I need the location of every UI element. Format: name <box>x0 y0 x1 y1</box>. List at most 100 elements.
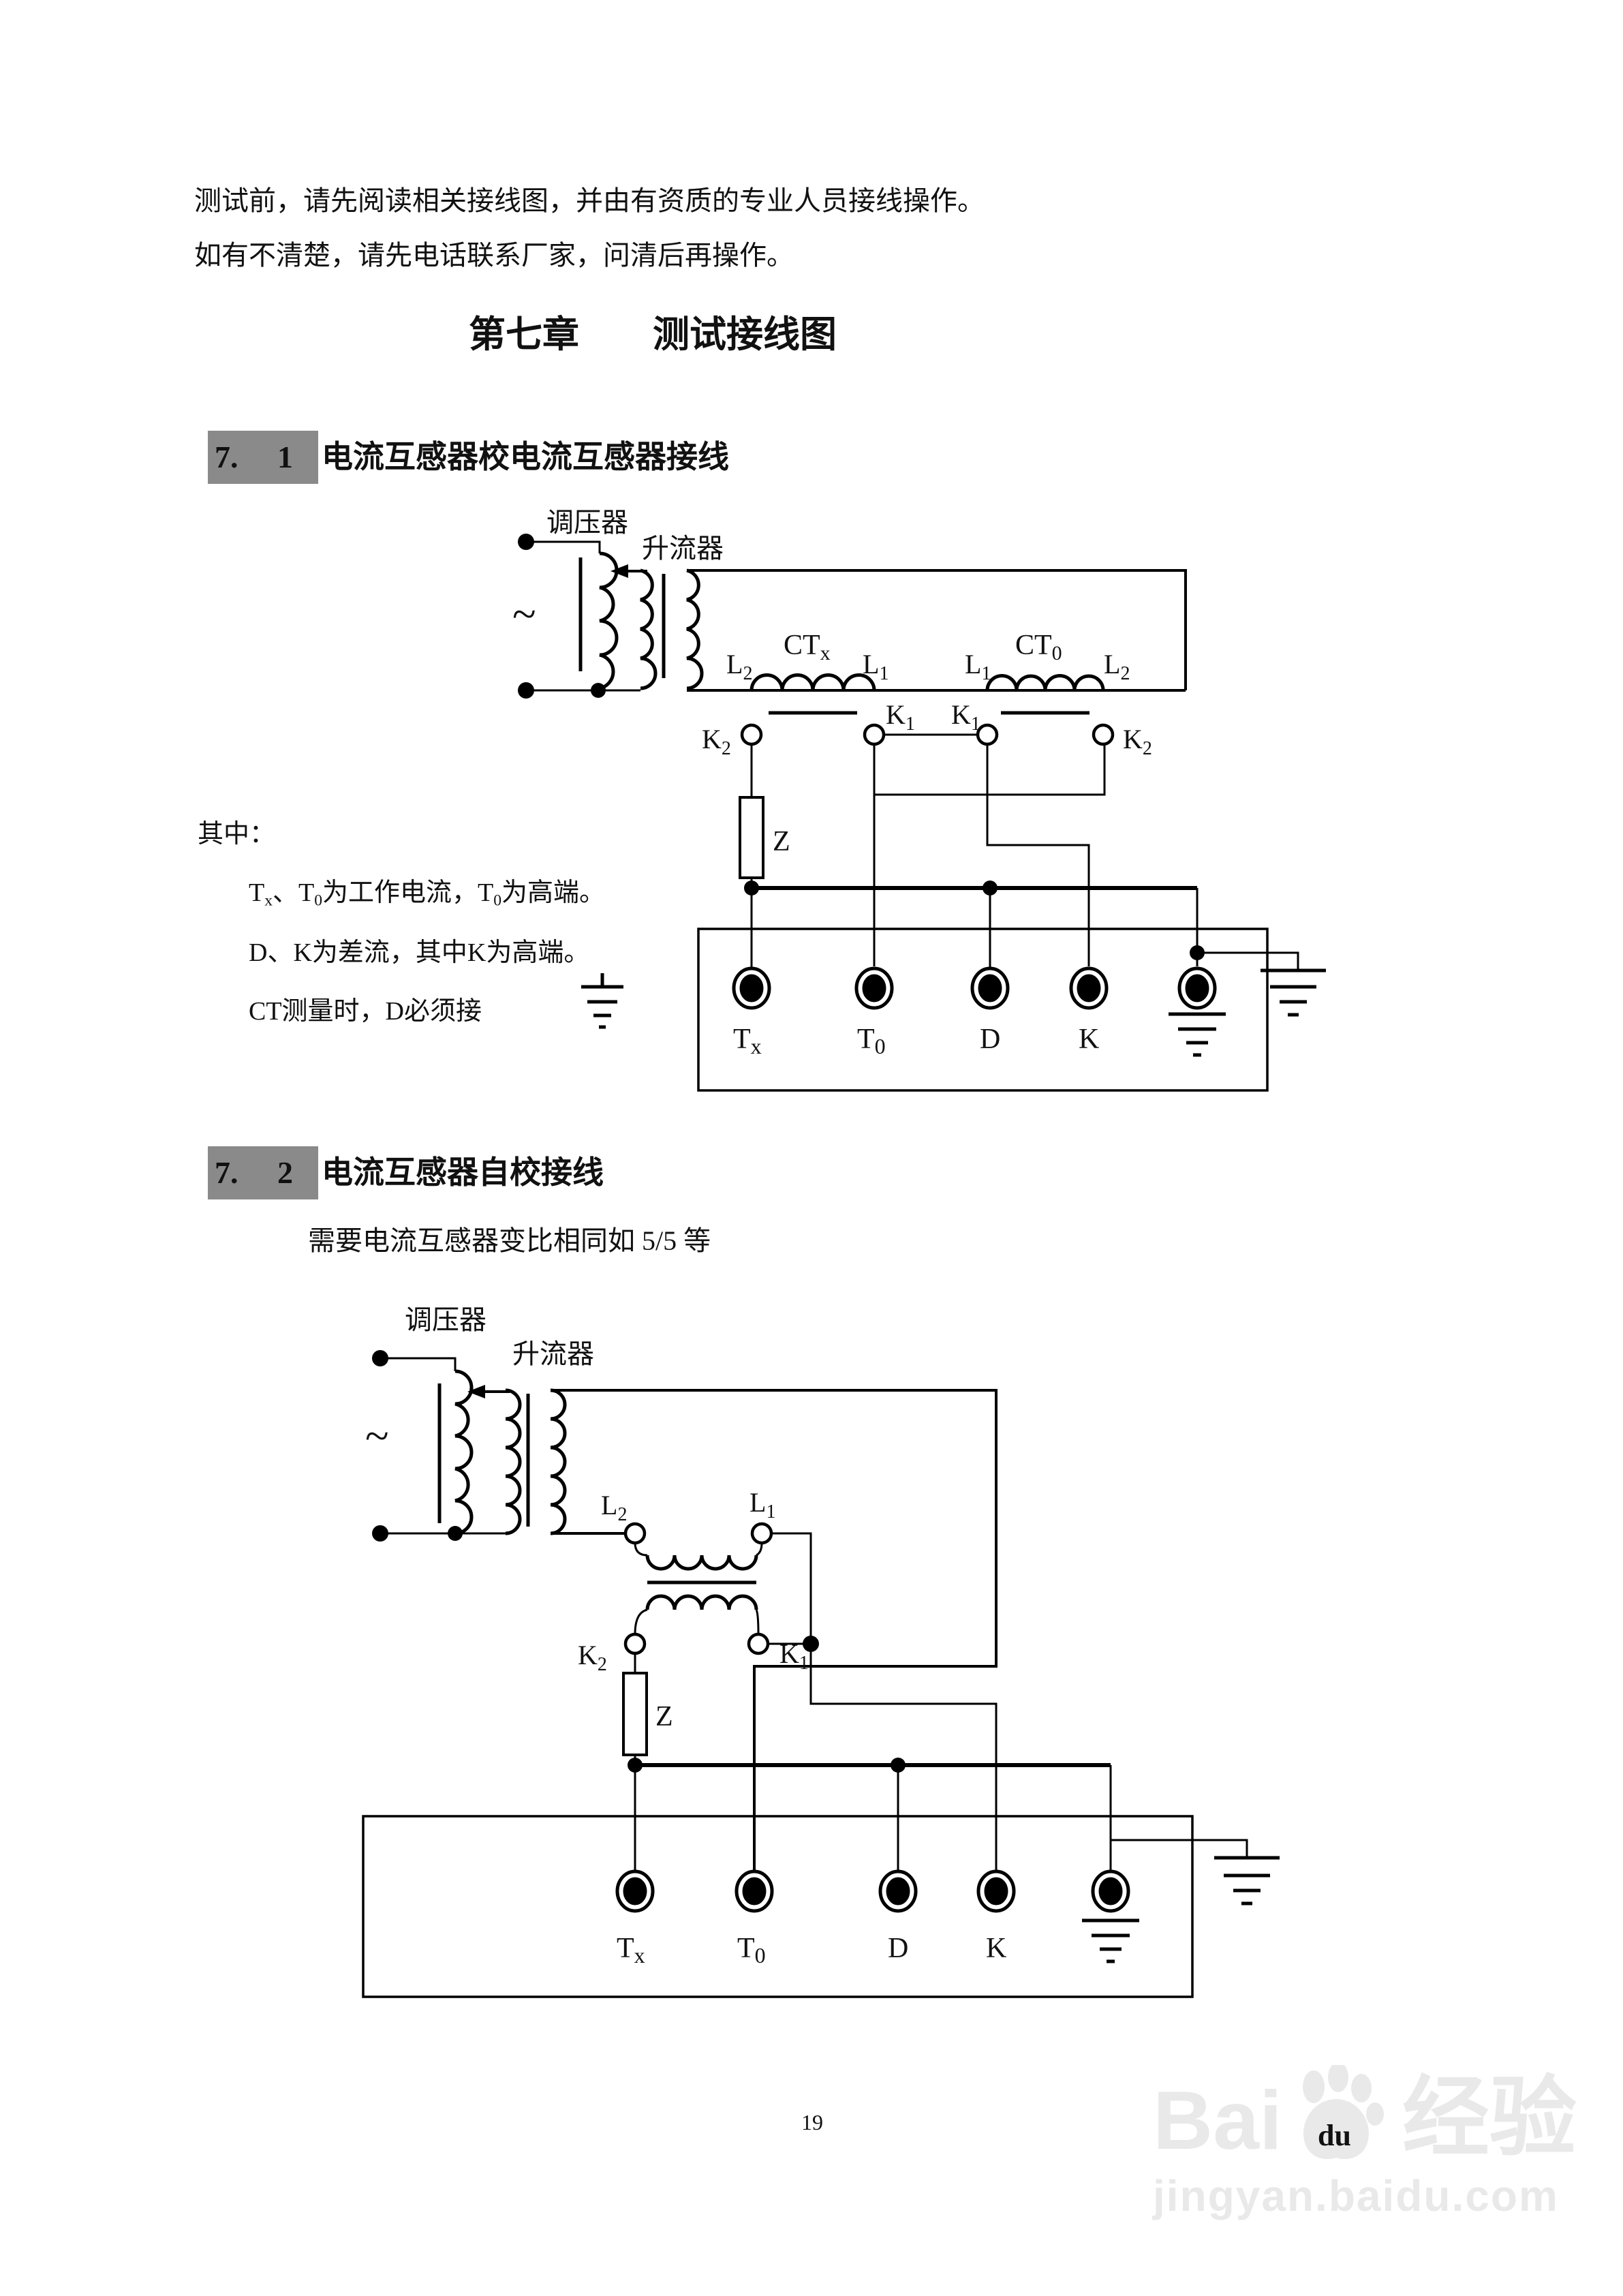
watermark-text-bai: Bai <box>1153 2074 1282 2167</box>
ctx-primary-winding <box>749 673 876 691</box>
section-1-title: 电流互感器校电流互感器接线 <box>322 440 729 474</box>
l2-lead-wire <box>634 1542 648 1557</box>
burden-resistor-z <box>739 796 764 879</box>
input-terminal-dot <box>518 682 534 699</box>
k1-to-k2-cross-wire <box>874 744 1106 796</box>
junction-dot <box>803 1636 819 1652</box>
burden-resistor-z <box>622 1672 648 1756</box>
l2-label: L2 <box>601 1490 627 1525</box>
l1-lead-wire <box>756 1542 763 1557</box>
k1-label: K1 <box>886 699 915 735</box>
terminal-label-t0: T0 <box>737 1933 766 1968</box>
earth-ground-icon <box>1214 1856 1280 1905</box>
earth-ground-icon <box>581 973 623 1029</box>
watermark-text-jingyan: 经验 <box>1402 2069 1577 2167</box>
note-intro: 其中： <box>198 820 276 848</box>
z-label: Z <box>655 1701 673 1732</box>
k1-label: K1 <box>779 1638 809 1674</box>
ct0-k1-terminal <box>976 723 999 746</box>
k2-label: K2 <box>578 1640 607 1675</box>
junction-dot <box>591 683 606 698</box>
input-terminal-dot <box>372 1350 388 1366</box>
l1-label: L1 <box>965 649 991 684</box>
terminal-label-tx: Tx <box>617 1933 645 1968</box>
input-terminal-dot <box>518 534 534 550</box>
terminal-label-tx: Tx <box>733 1024 762 1058</box>
booster-primary-coil <box>640 568 658 690</box>
ct-primary-winding <box>645 1555 758 1571</box>
tap-arrowhead-icon <box>610 564 628 578</box>
earth-ground-icon <box>1169 1012 1226 1057</box>
booster-primary-coil <box>505 1388 522 1535</box>
l1-to-k-wire <box>771 1532 998 1871</box>
ct0-label: CT0 <box>1015 630 1062 664</box>
terminal-label-t0: T0 <box>857 1024 886 1058</box>
diagram-ct-check-ct: 调压器 升流器 ~ CTx CT0 L2 L1 L1 L2 K2 K1 K1 K… <box>512 507 1326 1092</box>
instrument-panel-box <box>697 928 1269 1092</box>
terminal-label-d: D <box>980 1024 1000 1055</box>
diagram-ct-self-check: 调压器 升流器 ~ L2 L1 K2 K1 Z Tx T0 D K <box>362 1304 1280 1998</box>
ctx-k1-terminal <box>863 723 886 746</box>
regulator-top-wire <box>526 540 601 553</box>
ac-source-symbol: ~ <box>512 590 536 638</box>
l1-label: L1 <box>863 649 888 684</box>
regulator-top-wire <box>380 1357 457 1371</box>
ac-source-symbol: ~ <box>365 1411 389 1460</box>
section-1-number: 7. 1 <box>208 431 318 484</box>
junction-dot <box>448 1526 463 1541</box>
ct0-primary-winding <box>985 674 1105 691</box>
terminal-label-k: K <box>1079 1024 1099 1055</box>
earth-branch-wire <box>1197 951 1299 969</box>
section-2-subtitle: 需要电流互感器变比相同如 5/5 等 <box>308 1225 711 1256</box>
ctx-k2-terminal <box>740 723 763 746</box>
watermark-logo: Bai du 经验 <box>1153 2065 1577 2162</box>
page-number: 19 <box>801 2110 823 2134</box>
l2-label: L2 <box>726 649 752 684</box>
note-line-3: CT测量时，D必须接 <box>249 997 482 1026</box>
l2-label: L2 <box>1104 649 1130 684</box>
input-terminal-dot <box>372 1525 388 1542</box>
booster-label: 升流器 <box>512 1338 594 1369</box>
ctx-label: CTx <box>784 630 831 664</box>
booster-secondary-coil <box>550 1388 567 1535</box>
terminal-label-k: K <box>986 1933 1006 1964</box>
earth-ground-icon <box>1082 1918 1139 1963</box>
regulator-coil <box>454 1369 474 1535</box>
regulator-label: 调压器 <box>546 507 628 538</box>
baidu-paw-icon: du <box>1302 2065 1384 2160</box>
k2-label: K2 <box>1123 724 1152 759</box>
note-line-1: Tx、T0为工作电流，T0为高端。 <box>249 878 606 910</box>
k1-label: K1 <box>951 699 980 735</box>
ct-l1-terminal <box>750 1522 773 1545</box>
booster-secondary-coil <box>686 568 704 690</box>
watermark-text-du-inner: du <box>1318 2119 1351 2152</box>
primary-loop-wire <box>551 1389 998 1871</box>
section-2-number: 7. 2 <box>208 1146 318 1199</box>
regulator-label: 调压器 <box>405 1304 486 1335</box>
l1-label: L1 <box>749 1487 775 1522</box>
instrument-panel-box <box>362 1815 1194 1998</box>
ct-l2-terminal <box>623 1522 647 1545</box>
ct-secondary-winding <box>645 1594 758 1610</box>
intro-line-2: 如有不清楚，请先电话联系厂家，问清后再操作。 <box>194 240 794 271</box>
regulator-coil <box>599 551 619 690</box>
section-2-title: 电流互感器自校接线 <box>322 1155 604 1190</box>
chapter-title: 第七章 测试接线图 <box>469 314 837 355</box>
ct-k2-terminal <box>623 1632 647 1655</box>
k2-label: K2 <box>702 724 731 759</box>
note-line-2: D、K为差流，其中K为高端。 <box>249 938 590 967</box>
k2-lead-wire <box>634 1608 648 1635</box>
booster-label: 升流器 <box>642 533 724 564</box>
ct0-k2-terminal <box>1092 723 1115 746</box>
earth-branch-wire <box>1111 1839 1248 1856</box>
ct-k1-terminal <box>747 1632 770 1655</box>
primary-loop-wire <box>687 569 1187 690</box>
k1-lead-wire <box>755 1609 760 1635</box>
z-label: Z <box>773 826 790 857</box>
tap-arrowhead-icon <box>467 1385 485 1398</box>
earth-ground-icon <box>1261 968 1326 1017</box>
intro-line-1: 测试前，请先阅读相关接线图，并由有资质的专业人员接线操作。 <box>194 185 985 216</box>
terminal-label-d: D <box>888 1933 908 1964</box>
